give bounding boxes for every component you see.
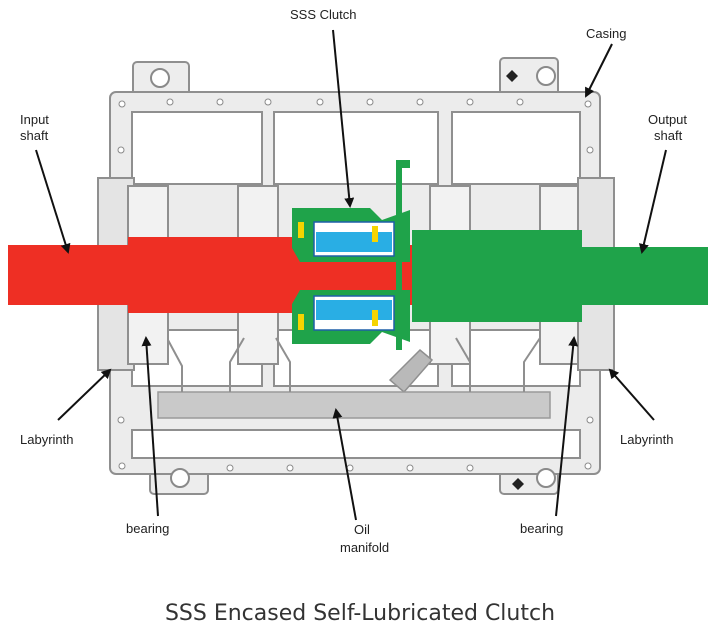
label-output-shaft: Output shaft [648, 112, 691, 143]
label-labyrinth-right: Labyrinth [620, 432, 673, 447]
label-casing: Casing [586, 26, 626, 41]
label-input-shaft-line1: Input [20, 112, 49, 127]
label-oil-manifold: Oil manifold [340, 522, 389, 555]
label-input-shaft-line2: shaft [20, 128, 49, 143]
caption: SSS Encased Self-Lubricated Clutch [165, 601, 555, 626]
label-output-shaft-line1: Output [648, 112, 687, 127]
sss-clutch-assembly [292, 160, 434, 394]
label-oil-manifold-line1: Oil [354, 522, 370, 537]
label-output-shaft-line2: shaft [654, 128, 683, 143]
oil-manifold [157, 337, 551, 419]
label-bearing-right: bearing [520, 521, 563, 536]
label-labyrinth-left: Labyrinth [20, 432, 73, 447]
leader-arrows [35, 29, 667, 521]
label-input-shaft: Input shaft [20, 112, 53, 143]
label-bearing-left: bearing [126, 521, 169, 536]
label-oil-manifold-line2: manifold [340, 540, 389, 555]
output-shaft [412, 230, 708, 322]
label-sss-clutch: SSS Clutch [290, 7, 356, 22]
